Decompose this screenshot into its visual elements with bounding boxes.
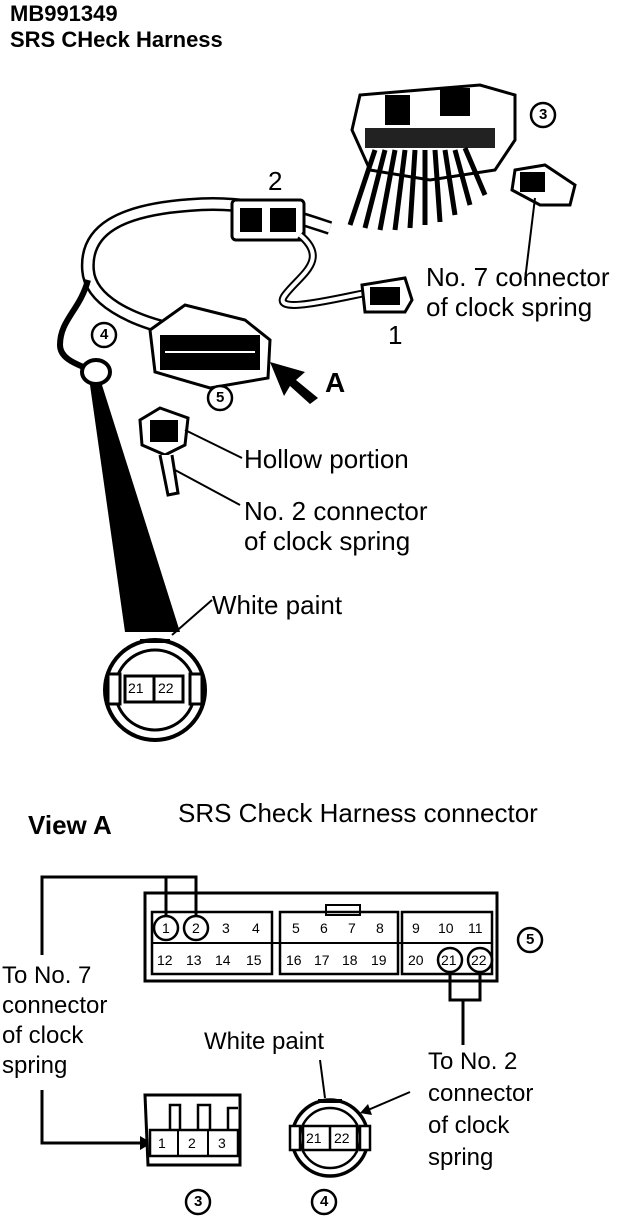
to-no7-label-1: To No. 7 [2, 962, 92, 989]
pin-11: 11 [468, 920, 483, 936]
pin-10: 10 [438, 920, 454, 936]
pin-22-top: 22 [158, 680, 174, 696]
no7-plug [510, 163, 577, 207]
to-no2-label-2: connector [428, 1080, 534, 1107]
view-a-label: View A [28, 810, 112, 840]
pin-2: 2 [192, 920, 200, 936]
no2-connector-label-2: of clock spring [244, 526, 411, 556]
conn4-pin-22: 22 [334, 1130, 350, 1146]
marker-4-bottom: 4 [320, 1193, 329, 1210]
marker-3-bottom: 3 [194, 1193, 203, 1210]
connector-1 [360, 276, 414, 314]
connector-4-enlarged [103, 638, 207, 742]
pin-9: 9 [412, 920, 420, 936]
to-no7-label-2: connector [2, 992, 108, 1019]
label-1: 1 [388, 320, 403, 350]
connector-3-face [143, 1093, 242, 1167]
conn3-pin-2: 2 [188, 1135, 196, 1151]
pin-21: 21 [441, 952, 457, 968]
conn3-pin-3: 3 [218, 1135, 226, 1151]
connector-4-end [80, 358, 112, 386]
hollow-portion-label: Hollow portion [244, 444, 409, 474]
marker-5: 5 [216, 389, 225, 406]
pin-13: 13 [186, 952, 202, 968]
connector-3-block [347, 83, 517, 231]
white-paint-label-top: White paint [212, 590, 343, 620]
pin-21-top: 21 [128, 680, 144, 696]
connector-title: SRS Check Harness connector [178, 798, 538, 828]
pin-12: 12 [157, 952, 173, 968]
to-no2-label-1: To No. 2 [428, 1048, 518, 1075]
arrow-a [270, 362, 318, 404]
pin-5: 5 [292, 920, 300, 936]
to-no7-label-3: of clock [2, 1022, 84, 1049]
connector-5-face [143, 891, 499, 983]
no2-connector-part [138, 406, 190, 497]
pin-14: 14 [215, 952, 231, 968]
pin-18: 18 [342, 952, 358, 968]
no2-connector-label-1: No. 2 connector [244, 496, 428, 526]
label-2: 2 [268, 166, 283, 196]
connector-5 [148, 303, 272, 390]
pin-19: 19 [371, 952, 387, 968]
to-no2-label-4: spring [428, 1144, 494, 1171]
pin-17: 17 [314, 952, 330, 968]
wire-to-conn3 [40, 1090, 140, 1145]
connector-4-face [288, 1098, 372, 1178]
branch-cable-4 [56, 279, 92, 373]
pin-8: 8 [376, 920, 384, 936]
part-number: MB991349 [10, 1, 118, 26]
label-a: A [325, 367, 346, 398]
to-no2-label-3: of clock [428, 1112, 510, 1139]
no7-connector-label-1: No. 7 connector [426, 262, 610, 292]
pin-3: 3 [222, 920, 230, 936]
pin-7: 7 [348, 920, 356, 936]
pin-22: 22 [471, 952, 487, 968]
pin-6: 6 [320, 920, 328, 936]
wire-pin21-22 [448, 972, 482, 1045]
conn4-pin-21: 21 [306, 1130, 322, 1146]
pin-15: 15 [246, 952, 262, 968]
zoom-wedge [90, 385, 180, 632]
pin-4: 4 [252, 920, 260, 936]
page-title: SRS CHeck Harness [10, 27, 223, 52]
marker-5-bottom: 5 [526, 931, 535, 948]
marker-4: 4 [100, 326, 109, 343]
wire-pin1-2 [40, 875, 198, 955]
to-no7-label-4: spring [2, 1052, 68, 1079]
pin-1: 1 [162, 920, 170, 936]
conn3-pin-1: 1 [158, 1135, 166, 1151]
no7-connector-label-2: of clock spring [426, 292, 593, 322]
white-paint-label-bottom: White paint [204, 1028, 325, 1055]
marker-3: 3 [539, 106, 548, 123]
pin-16: 16 [286, 952, 302, 968]
pin-20: 20 [408, 952, 424, 968]
